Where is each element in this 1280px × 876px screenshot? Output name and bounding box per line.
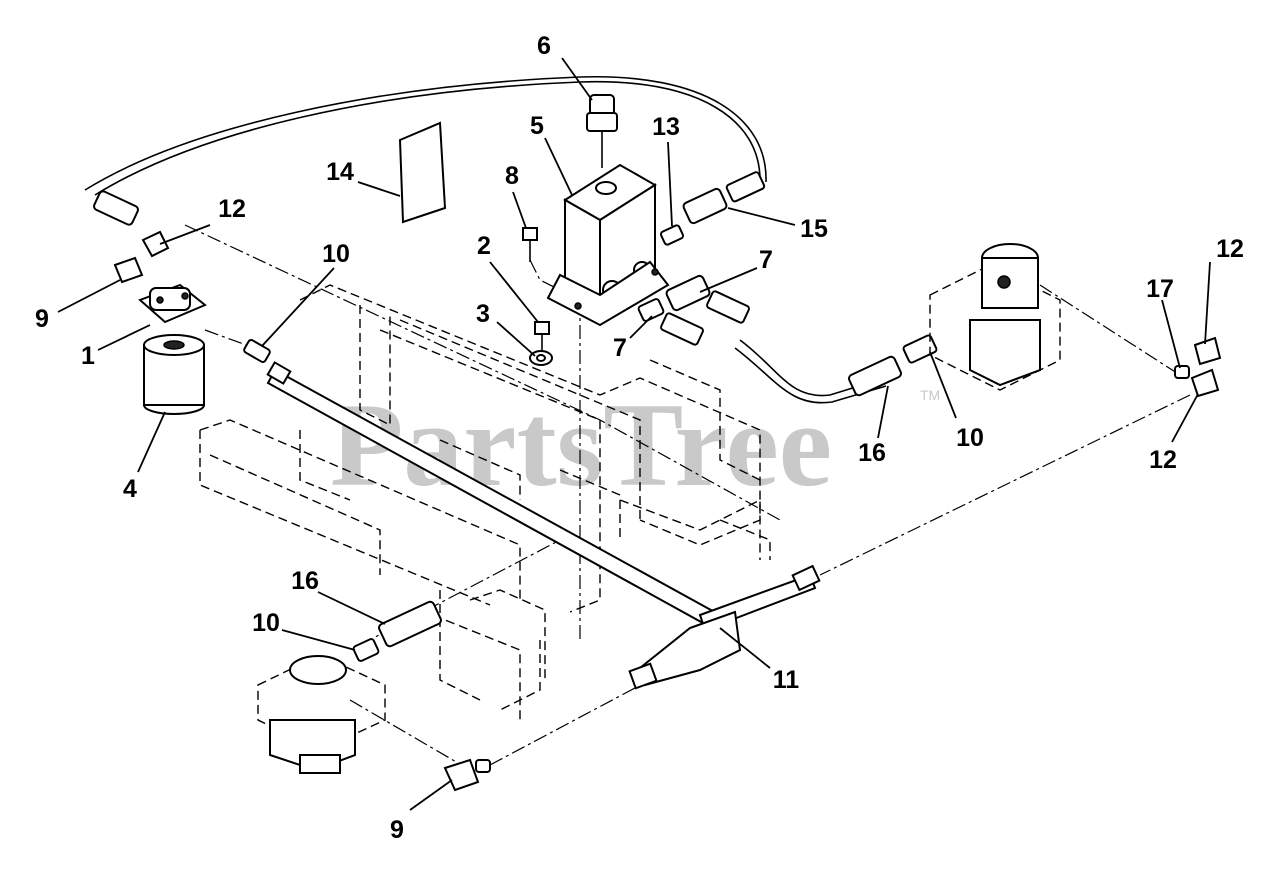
tube-assembly xyxy=(266,361,821,690)
callout-2: 2 xyxy=(477,232,491,260)
callout-4: 4 xyxy=(123,475,137,503)
callout-1: 1 xyxy=(81,342,95,370)
hydraulic-reservoir xyxy=(546,163,670,327)
watermark-text: PartsTree xyxy=(330,378,832,511)
fittings xyxy=(93,171,1222,792)
callout-16-right: 16 xyxy=(858,439,886,467)
callout-7-upper: 7 xyxy=(759,246,773,274)
owners-manual xyxy=(398,121,447,224)
hydro-pump-right xyxy=(929,243,1061,391)
callout-12-top-left: 12 xyxy=(218,195,246,223)
leader-lines xyxy=(57,57,1211,811)
filter-head xyxy=(138,283,207,324)
callout-7-lower: 7 xyxy=(613,334,627,362)
callout-6: 6 xyxy=(537,32,551,60)
washer-3 xyxy=(529,350,553,366)
callout-labels: 6 5 13 14 8 15 12 2 7 10 12 17 9 3 7 1 1… xyxy=(35,32,1244,844)
callout-13: 13 xyxy=(652,113,680,141)
hydro-pump-left xyxy=(257,654,386,774)
oil-filter xyxy=(143,334,205,415)
return-hose xyxy=(84,75,887,404)
callout-3: 3 xyxy=(476,300,490,328)
callout-10-right: 10 xyxy=(956,424,984,452)
callout-9-left: 9 xyxy=(35,305,49,333)
bolt-8 xyxy=(522,227,538,262)
callout-12-bottom-right: 12 xyxy=(1149,446,1177,474)
callout-17: 17 xyxy=(1146,275,1174,303)
callout-11: 11 xyxy=(773,666,800,694)
callout-16-lower-left: 16 xyxy=(291,567,319,595)
reservoir-cap xyxy=(586,94,618,168)
bolt-2 xyxy=(534,321,550,350)
callout-15: 15 xyxy=(800,215,828,243)
callout-10-upper-left: 10 xyxy=(322,240,350,268)
callout-9-bottom: 9 xyxy=(390,816,404,844)
callout-14: 14 xyxy=(326,158,354,186)
callout-10-lower-left: 10 xyxy=(252,609,280,637)
watermark-trademark: TM xyxy=(920,387,940,403)
callout-8: 8 xyxy=(505,162,519,190)
callout-12-top-right: 12 xyxy=(1216,235,1244,263)
callout-5: 5 xyxy=(530,112,544,140)
